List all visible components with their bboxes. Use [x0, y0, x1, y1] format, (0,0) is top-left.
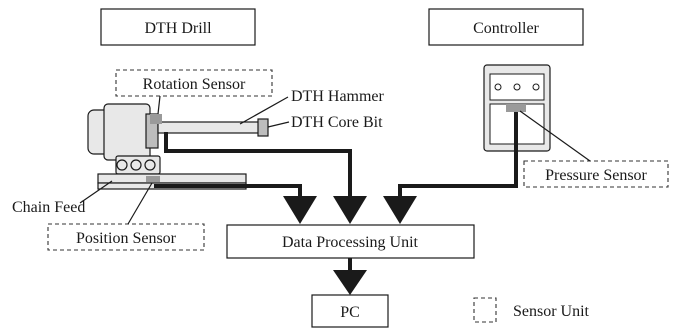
position-sensor-marker — [146, 176, 160, 182]
dth-core-bit-leader — [267, 121, 290, 128]
position-sensor-leader — [127, 182, 153, 225]
controller-knob-2 — [513, 83, 521, 91]
chain-feed-leader — [79, 180, 113, 204]
arrow-rotation-to-dpu — [333, 196, 367, 224]
legend-sensor-unit-swatch — [473, 297, 497, 323]
chain-feed-rail — [97, 173, 247, 184]
dth-core-bit — [257, 118, 269, 137]
rotation-sensor-leader — [157, 95, 161, 115]
legend: Sensor Unit — [473, 297, 590, 323]
pressure-sensor-leader — [519, 110, 591, 162]
pressure-sensor-box: Pressure Sensor — [523, 160, 669, 188]
pressure-signal-wire — [398, 112, 518, 198]
arrow-dpu-to-pc — [333, 270, 367, 295]
chain-feed-label: Chain Feed — [12, 199, 85, 216]
dth-drill-label: DTH Drill — [144, 20, 212, 37]
position-sensor-box: Position Sensor — [47, 223, 205, 251]
rotation-sensor-label: Rotation Sensor — [143, 76, 246, 93]
position-signal-wire — [154, 184, 302, 198]
rotation-signal-wire — [164, 132, 352, 198]
controller-box: Controller — [428, 8, 584, 46]
controller-label: Controller — [473, 20, 539, 37]
controller-knob-1 — [494, 83, 502, 91]
pressure-sensor-marker — [506, 104, 526, 112]
data-processing-unit-box: Data Processing Unit — [226, 224, 475, 259]
pc-label: PC — [340, 304, 360, 321]
legend-sensor-unit-label: Sensor Unit — [513, 303, 590, 320]
rotation-sensor-marker — [150, 114, 162, 124]
position-sensor-label: Position Sensor — [76, 230, 177, 247]
pc-box: PC — [311, 294, 389, 328]
controller-knob-3 — [532, 83, 540, 91]
drill-rig-illustration — [87, 103, 269, 190]
rotation-sensor-box: Rotation Sensor — [115, 69, 273, 97]
data-processing-unit-label: Data Processing Unit — [282, 234, 419, 251]
arrow-pressure-to-dpu — [383, 196, 417, 224]
pressure-sensor-label: Pressure Sensor — [545, 167, 647, 184]
arrow-position-to-dpu — [283, 196, 317, 224]
dth-core-bit-label: DTH Core Bit — [291, 114, 383, 131]
dth-drill-box: DTH Drill — [100, 8, 256, 46]
dth-hammer-leader — [239, 96, 289, 125]
dth-hammer-label: DTH Hammer — [291, 88, 385, 105]
dth-hammer-rod — [157, 121, 261, 134]
